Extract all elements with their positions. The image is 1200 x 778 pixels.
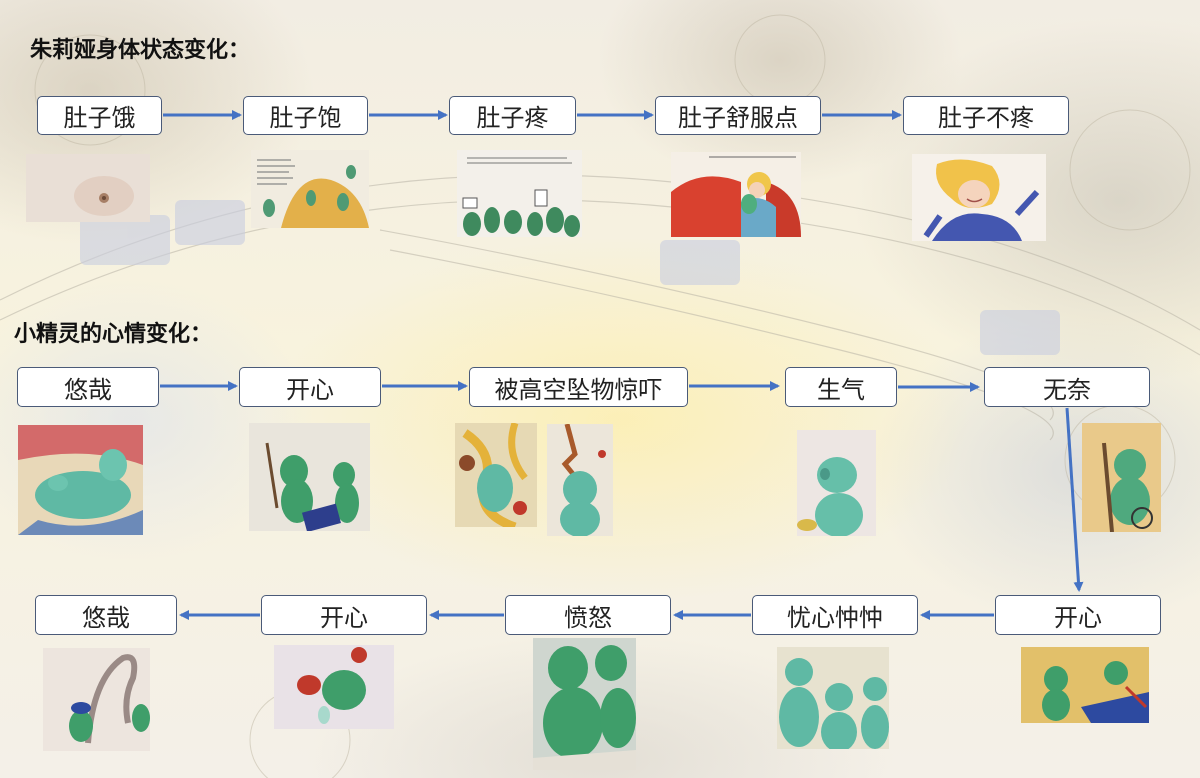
picture-elf-lounging (18, 425, 143, 535)
mood-row2-happy: 开心 (995, 595, 1161, 635)
picture-aching-belly (457, 150, 582, 237)
mood-row2-furious: 愤怒 (505, 595, 671, 635)
picture-angry-elf (797, 430, 876, 536)
picture-julia-hugging (671, 152, 801, 237)
picture-elves-happy-cart (1021, 647, 1149, 723)
body-step-full: 肚子饱 (243, 96, 368, 135)
picture-julia-relieved (912, 154, 1046, 241)
body-step-no-ache: 肚子不疼 (903, 96, 1069, 135)
picture-worried-elves (777, 647, 889, 749)
picture-helpless-elf (1082, 423, 1161, 532)
picture-elves-working (249, 423, 370, 531)
picture-furious-elves (533, 638, 636, 770)
body-step-hungry: 肚子饿 (37, 96, 162, 135)
mood-row2-happy-again: 开心 (261, 595, 427, 635)
mood-row1-startled: 被高空坠物惊吓 (469, 367, 688, 407)
mood-row2-worried: 忧心忡忡 (752, 595, 918, 635)
picture-startled-elf-b (547, 424, 613, 536)
mood-row1-helpless: 无奈 (984, 367, 1150, 407)
body-step-ache: 肚子疼 (449, 96, 576, 135)
mood-row1-leisurely: 悠哉 (17, 367, 159, 407)
body-step-better: 肚子舒服点 (655, 96, 821, 135)
mood-row2-leisurely: 悠哉 (35, 595, 177, 635)
picture-leisurely-elf (43, 648, 150, 751)
body-state-heading: 朱莉娅身体状态变化： (30, 38, 251, 63)
mood-row1-angry: 生气 (785, 367, 897, 407)
elf-mood-heading: 小精灵的心情变化： (14, 322, 213, 347)
picture-happy-elf-boxing (274, 645, 394, 729)
mood-row1-happy: 开心 (239, 367, 381, 407)
picture-hungry-belly (26, 154, 150, 222)
picture-startled-elf-a (455, 423, 537, 527)
picture-full-belly (251, 150, 369, 228)
